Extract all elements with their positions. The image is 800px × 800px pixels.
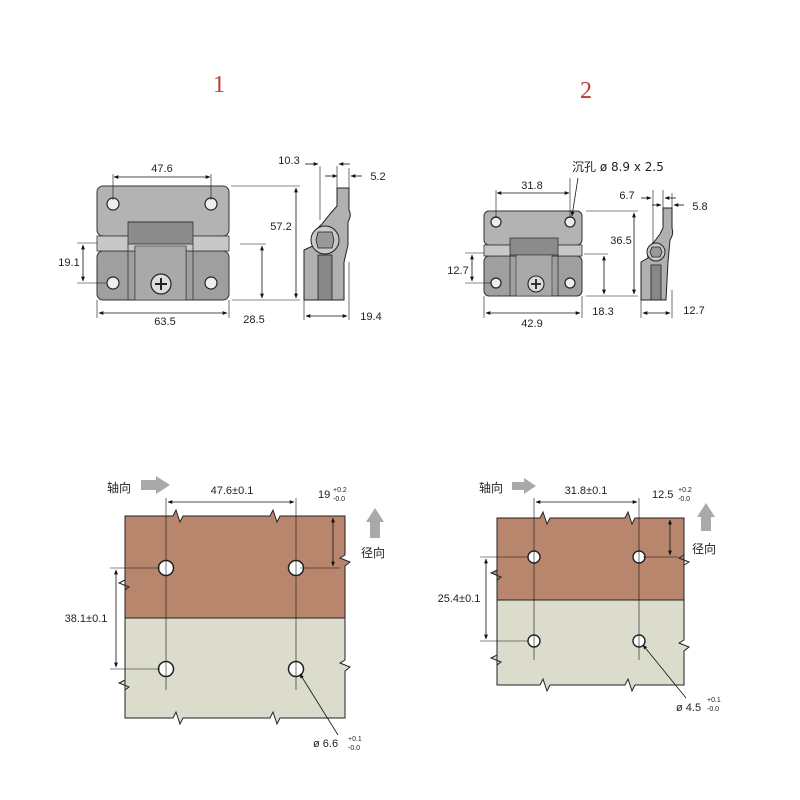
mount-vertical-spacing: 38.1±0.1: [65, 613, 108, 625]
mount-edge-distance: 19: [318, 489, 330, 501]
hinge-2-front-view: [483, 210, 583, 297]
lower-panel: [489, 599, 690, 693]
hinge-1-front-view: [96, 185, 230, 301]
upper-panel: [124, 508, 351, 619]
hinge-2-hole: [490, 277, 502, 289]
mount-edge-distance: 12.5: [652, 489, 673, 501]
edge-tol-minus: -0.0: [333, 496, 345, 503]
dim-hole-vertical: 12.7: [447, 265, 468, 277]
edge-tol-plus: +0.2: [333, 487, 347, 494]
dim-hole-spacing: 31.8: [521, 180, 542, 192]
dim-width: 63.5: [154, 316, 175, 328]
axial-arrow-icon: [512, 478, 536, 494]
radial-label: 径向: [361, 545, 385, 560]
hole-tol-plus: +0.1: [707, 697, 721, 704]
dim-half-height: 18.3: [592, 306, 613, 318]
hinge-2-hole: [490, 216, 502, 228]
mount-hole-spacing: 31.8±0.1: [565, 485, 608, 497]
dim-height: 57.2: [270, 221, 291, 233]
edge-tol-minus: -0.0: [678, 496, 690, 503]
dim-width: 42.9: [521, 318, 542, 330]
lower-panel: [117, 617, 351, 726]
dim-hole-spacing: 47.6: [151, 163, 172, 175]
hole-tol-minus: -0.0: [707, 706, 719, 713]
mounting-pattern-1: 47.6±0.1 38.1±0.1 19 +0.2 -0.0 ø 6.6 +0.…: [65, 476, 385, 752]
hole-tol-minus: -0.0: [348, 745, 360, 752]
edge-tol-plus: +0.2: [678, 487, 692, 494]
mount-hole-diameter: ø 6.6: [313, 738, 338, 750]
hinge-1-hole: [204, 276, 218, 290]
dim-depth: 19.4: [360, 311, 381, 323]
hinge-2-hole: [564, 277, 576, 289]
dim-side-offset: 6.7: [619, 190, 634, 202]
hinge-2-side-view: [640, 207, 674, 301]
radial-label: 径向: [692, 541, 716, 556]
dim-depth: 12.7: [683, 305, 704, 317]
hinge-2-hole: [564, 216, 576, 228]
countersink-note: 沉孔 ø 8.9 x 2.5: [572, 160, 664, 174]
radial-arrow-icon: [366, 508, 384, 538]
dim-height: 36.5: [610, 235, 631, 247]
axial-arrow-icon: [141, 476, 170, 494]
mount-hole-diameter: ø 4.5: [676, 702, 701, 714]
hinge-1-side-view: [303, 187, 351, 301]
axial-label: 轴向: [107, 480, 131, 495]
hole-tol-plus: +0.1: [348, 736, 362, 743]
dim-hole-vertical: 19.1: [58, 257, 79, 269]
dim-side-thickness: 5.8: [692, 201, 707, 213]
dim-side-offset: 10.3: [278, 155, 299, 167]
radial-arrow-icon: [697, 503, 715, 531]
title-1: 1: [213, 72, 225, 98]
title-2: 2: [580, 78, 592, 104]
upper-panel: [489, 510, 685, 601]
axial-label: 轴向: [479, 480, 503, 495]
mounting-pattern-2: 31.8±0.1 25.4±0.1 12.5 +0.2 -0.0 ø 4.5 +…: [438, 478, 721, 714]
hinge-1-dimensions: 47.6 57.2 28.5 19.1 63.5 10.3 5.2 19.4: [58, 155, 385, 328]
dim-side-thickness: 5.2: [370, 171, 385, 183]
mount-vertical-spacing: 25.4±0.1: [438, 593, 481, 605]
dim-half-height: 28.5: [243, 314, 264, 326]
hinge-2-dimensions: 31.8 沉孔 ø 8.9 x 2.5 6.7 5.8 36.5 18.3 12…: [447, 160, 707, 330]
hinge-1-hole: [106, 276, 120, 290]
mount-hole-spacing: 47.6±0.1: [211, 485, 254, 497]
